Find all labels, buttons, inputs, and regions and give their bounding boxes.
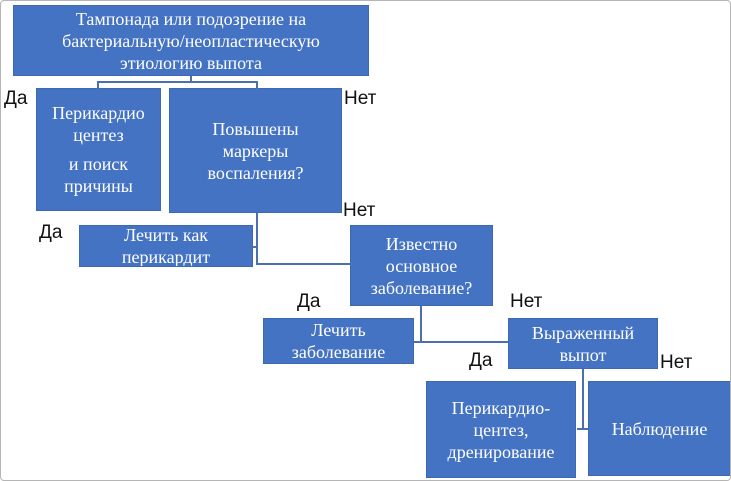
node-text-line: бактериальную/неопластическую — [62, 30, 320, 51]
branch-label-yes-treat-disease: Да — [297, 291, 321, 312]
node-tamponade: Тампонада или подозрение на бактериальну… — [13, 5, 369, 76]
branch-label-no-observation: Нет — [660, 352, 693, 373]
connector-treat-disease-large-effusion — [414, 341, 508, 343]
node-text-line: выпот — [559, 344, 607, 365]
connector-known-disease-down — [420, 306, 422, 343]
node-pericardiocentesis: Перикардио центез и поиск причины — [36, 88, 161, 211]
connector-to-inflammation-markers — [256, 81, 258, 89]
node-text-line: Повышены — [212, 118, 299, 139]
connector-to-pericardiocentesis — [97, 81, 99, 89]
node-text-line: основное — [385, 255, 458, 276]
node-text-line: Выраженный — [531, 322, 635, 343]
node-text-line: Наблюдение — [611, 418, 708, 439]
connector-bottom-tick — [577, 428, 589, 430]
node-text-line: этиологию выпота — [120, 52, 262, 73]
node-text-line: воспаления? — [207, 162, 304, 183]
branch-label-no-known-disease: Нет — [343, 200, 376, 221]
node-text-line: Лечить как — [123, 225, 209, 245]
node-drainage: Перикардио- центез, дренирование — [426, 381, 576, 478]
node-text-line: Лечить — [311, 320, 366, 340]
connector-large-effusion-down — [582, 369, 584, 429]
node-text-line: и поиск — [68, 154, 129, 174]
node-large-effusion: Выраженный выпот — [508, 318, 658, 369]
node-text-line: причины — [64, 176, 133, 196]
node-text-line: маркеры — [222, 140, 289, 161]
node-text-line: центез — [73, 125, 124, 145]
connector-tamponade-split — [97, 81, 258, 83]
branch-label-no-inflammation-markers: Нет — [344, 88, 377, 109]
branch-label-no-large-effusion: Нет — [510, 291, 543, 312]
node-treat-disease: Лечить заболевание — [263, 318, 414, 364]
connector-to-known-disease — [256, 263, 351, 265]
node-treat-pericarditis: Лечить как перикардит — [79, 225, 253, 267]
node-text-line: Перикардио — [52, 103, 145, 123]
connector-markers-down — [256, 213, 258, 265]
branch-label-yes-drainage: Да — [469, 350, 493, 371]
node-text-line: Известно — [385, 233, 458, 254]
node-observation: Наблюдение — [588, 381, 730, 476]
node-text-line: дренирование — [447, 441, 555, 462]
node-text-line: Перикардио- — [451, 397, 551, 418]
node-text-line: заболевание — [291, 342, 386, 362]
node-text-line: заболевание? — [370, 277, 473, 298]
node-text-line: Тампонада или подозрение на — [75, 8, 307, 29]
branch-label-yes-pericardiocentesis: Да — [4, 88, 28, 109]
node-text-line: перикардит — [121, 247, 211, 267]
connector-to-treat-pericarditis — [247, 246, 256, 248]
connector-tamponade-stem — [190, 76, 192, 82]
node-text-line: центез, — [473, 419, 529, 440]
branch-label-yes-treat-pericarditis: Да — [39, 222, 63, 243]
node-inflammation-markers: Повышены маркеры воспаления? — [169, 88, 342, 213]
node-known-disease: Известно основное заболевание? — [350, 225, 493, 306]
